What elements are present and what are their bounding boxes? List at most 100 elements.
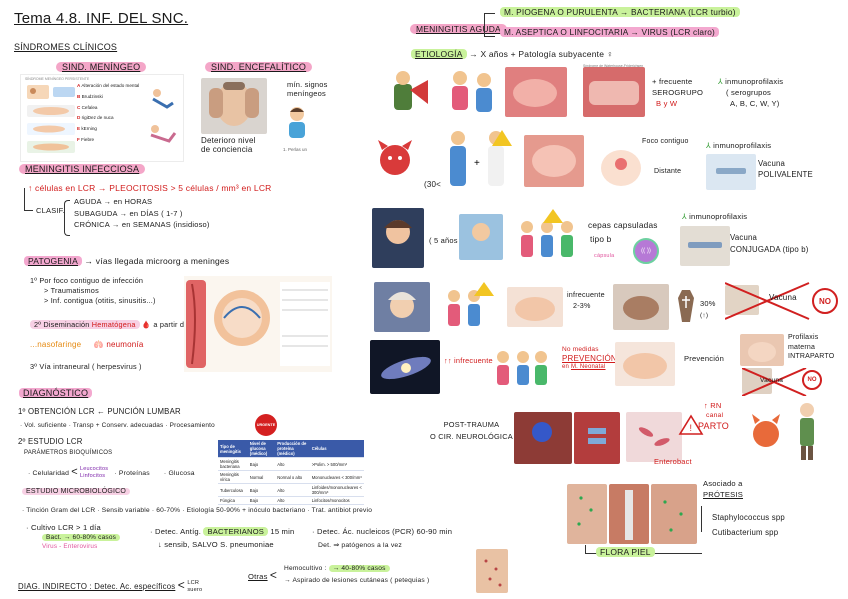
row3-capsula: cápsula (594, 253, 615, 259)
otras-list: Hemocultivo : → 40-80% casos → Aspirado … (284, 565, 430, 584)
table-header: Producción de proteína (médico) (275, 440, 310, 458)
cultivo-block: · Cultivo LCR > 1 día Bact. → 60-80% cas… (26, 522, 121, 551)
row2-distante: Distante (654, 168, 682, 175)
vaccine-photo-1 (706, 154, 756, 190)
rn-parto-block: ↑ RN canal PARTO (698, 401, 730, 431)
svg-text:+: + (474, 158, 480, 169)
obtencion-sub: · Vol. suficiente · Transp + Conserv. ad… (20, 422, 215, 429)
devil-germ-icon-2 (752, 414, 780, 447)
etiologia-img-caption: Síndrome de Waterhouse-Friderichsen (583, 64, 644, 68)
elder-man-icon (800, 403, 814, 460)
lcr-table: Tipo de meningitis Nivel de glucosa (méd… (218, 440, 364, 505)
bacteria-photo (626, 412, 682, 462)
list-item: B Brudzinski (77, 93, 103, 99)
headache-photo (201, 78, 267, 134)
kids-illustration (452, 71, 492, 112)
row1-freq: + frecuente SEROGRUPO B y W (652, 77, 704, 108)
table-header: Células (309, 440, 364, 458)
sind-encefalitico-label: SIND. ENCEFALÍTICO (205, 62, 313, 72)
capsule-icon: (( )) (633, 238, 659, 264)
antigenos-block: · Detec. Antíg. BACTERIANOS 15 min ↓ sen… (150, 527, 295, 549)
page-title: Tema 4.8. INF. DEL SNC. (14, 10, 189, 27)
parametros-line: PARÁMETROS BIOQUÍMICOS (24, 450, 113, 456)
presenter-photo (372, 208, 424, 268)
children-illustration-3 (497, 351, 547, 385)
list-item: D rigiDez de nuca (77, 115, 114, 121)
etiologia-line: ETIOLOGÍA → X años + Patología subyacent… (411, 49, 613, 59)
row3-age: ( 5 años ) (429, 236, 463, 245)
skin-infection-photo-1 (567, 484, 607, 544)
row5-vacuna: Vacuna (760, 377, 784, 384)
row4-vacuna: Vacuna (769, 293, 797, 302)
row2-foco: Foco contiguo (642, 138, 689, 145)
list-item: AGUDA → en HORAS (74, 197, 153, 206)
coffin-icon (678, 290, 694, 322)
rash-photo-3 (524, 135, 584, 187)
child-photo-1 (459, 214, 503, 260)
patogenia-sources: ...nasofaringe 🫁 neumonía (30, 340, 144, 349)
encefalitico-note: mín. signos meníngeos (287, 80, 328, 98)
patogenia-item3: 3º Vía intraneural ( herpesvirus ) (30, 362, 142, 371)
children-illustration-2 (448, 282, 494, 326)
otras-line: Otras < (248, 568, 278, 582)
svg-text:!: ! (690, 423, 693, 433)
post-trauma-block: POST-TRAUMA O CIR. NEUROLÓGICA (430, 420, 513, 441)
sindromes-clinicos-heading: SÍNDROMES CLÍNICOS (14, 42, 118, 52)
children-illustration (521, 209, 573, 257)
row5-infrecuente: ↑↑ infrecuente (444, 356, 493, 365)
list-item: E kErning (77, 126, 97, 132)
clasif-bracket (24, 188, 33, 211)
row5-no-medidas: No medidas PREVENCIÓN en M. Neonatal (562, 346, 617, 370)
flora-piel-label: FLORA PIEL (596, 547, 655, 557)
surgery-photo-2 (574, 412, 620, 464)
baby-photo-2 (615, 342, 675, 386)
patogenia-label: PATOGENIA → vías llegada microorg a meni… (24, 256, 229, 266)
m-piogena-line: M. PIOGENA O PURULENTA → BACTERIANA (LCR… (500, 7, 740, 17)
rash-photo-1 (505, 67, 567, 117)
elder-woman-photo (374, 282, 430, 332)
card-title: SÍNDROME MENÍNGEO PERSISTENTE (25, 77, 90, 81)
obtencion-line: 1º OBTENCIÓN LCR ← PUNCIÓN LUMBAR (18, 407, 181, 416)
pleocitosis-line: ↑ células en LCR → PLEOCITOSIS > 5 célul… (28, 183, 272, 193)
devil-germ-icon (378, 140, 412, 175)
microbiologico-label: ESTUDIO MICROBIOLÓGICO (22, 488, 131, 495)
man-woman-illustration: + (450, 130, 512, 186)
anatomy-foco-diagram (601, 150, 641, 186)
table-header: Tipo de meningitis (218, 440, 248, 458)
patogenia-item1: 1º Por foco contiguo de infección > Trau… (30, 276, 156, 305)
row3-cepas: cepas capsuladas tipo b (588, 220, 658, 244)
row5-profilaxis: Profilaxis materna INTRAPARTO (788, 334, 835, 360)
urgente-badge: URGENTE (255, 414, 277, 436)
m-aseptica-line: M. ASEPTICA O LINFOCITARIA → VIRUS (LCR … (500, 27, 719, 37)
row2-vacuna: Vacuna POLIVALENTE (758, 159, 813, 179)
meningitis-aguda-label: MENINGITIS AGUDA (410, 24, 507, 34)
patogenia-item2: 2º Diseminación Hematógena 🩸 a partir de… (30, 320, 193, 329)
food-photo (613, 284, 669, 330)
encefalitico-caption: Deterioro nivel de conciencia (201, 136, 256, 154)
meningeo-figure-right (150, 89, 177, 143)
clasif-brace (64, 200, 70, 236)
boy-icon (289, 107, 305, 138)
flora-bracket (701, 506, 710, 532)
row1-immuno: ⅄ inmunoprofilaxis ( serogrupos A, B, C,… (718, 77, 784, 108)
no-badge-1: NO (812, 288, 838, 314)
table-header: Nivel de glucosa (médico) (247, 440, 276, 458)
skin-infection-photo-3 (651, 484, 697, 544)
list-item: SUBAGUDA → en DÍAS ( 1-7 ) (74, 208, 183, 218)
meningitis-infecciosa-label: MENINGITIS INFECCIOSA (19, 164, 146, 174)
list-item: CRÓNICA → en SEMANAS (insidioso) (74, 220, 210, 229)
flora-bacteria: Staphylococcus spp Cutibacterium spp (712, 513, 785, 537)
patogenia-anatomy-figure (184, 276, 332, 372)
row5-prevencion: Prevención (684, 354, 724, 363)
clasif-list: AGUDA → en HORAS SUBAGUDA → en DÍAS ( 1-… (74, 196, 210, 231)
list-item: A Alteración del estado mental (77, 83, 140, 88)
row4-infrecuente: infrecuente 2-3% (567, 290, 605, 310)
protesis-block: Asociado a PRÓTESIS (703, 479, 743, 499)
row3-immuno: ⅄ inmunoprofilaxis (682, 212, 748, 221)
estudio-line: 2º ESTUDIO LCR (18, 437, 83, 446)
meningeo-list: A Alteración del estado mental B Brudzin… (77, 81, 139, 146)
enterobact-label: Enterobact (654, 457, 692, 466)
